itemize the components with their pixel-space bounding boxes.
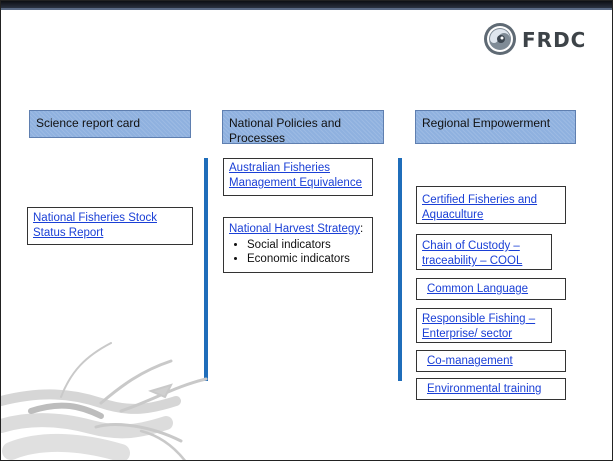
item-common-language: Common Language — [416, 278, 566, 300]
bullet-economic-indicators: Economic indicators — [247, 252, 367, 266]
top-bar-stripe — [1, 8, 612, 10]
header-regional-empowerment: Regional Empowerment — [415, 110, 576, 144]
crayfish-decoration-icon — [1, 342, 208, 460]
column-divider-bar — [398, 158, 402, 381]
link-environmental-training[interactable]: Environmental training — [427, 383, 542, 395]
item-harvest-strategy: National Harvest Strategy: Social indica… — [223, 217, 373, 273]
item-chain-of-custody: Chain of Custody – traceability – COOL — [416, 234, 552, 270]
link-responsible-fishing[interactable]: Responsible Fishing – Enterprise/ sector — [422, 313, 536, 340]
link-harvest-strategy[interactable]: National Harvest Strategy — [229, 223, 361, 235]
top-bar — [1, 1, 612, 8]
header-national-policies: National Policies and Processes — [222, 110, 384, 145]
link-fisheries-equivalence[interactable]: Australian Fisheries Management Equivale… — [229, 162, 362, 189]
item-certified-fisheries: Certified Fisheries and Aquaculture — [416, 186, 566, 224]
harvest-indicators-list: Social indicators Economic indicators — [229, 238, 367, 266]
header-science-report-card: Science report card — [29, 110, 191, 138]
link-common-language[interactable]: Common Language — [427, 283, 529, 295]
frdc-logo: FRDC — [482, 19, 600, 61]
logo-text: FRDC — [522, 28, 587, 52]
item-co-management: Co-management — [416, 350, 566, 372]
item-environmental-training: Environmental training — [416, 378, 566, 400]
column-divider-bar — [204, 158, 208, 381]
item-stock-status-report: National Fisheries Stock Status Report — [27, 207, 193, 245]
link-certified-fisheries[interactable]: Certified Fisheries and Aquaculture — [422, 194, 538, 221]
item-responsible-fishing: Responsible Fishing – Enterprise/ sector — [416, 308, 552, 343]
item-fisheries-equivalence: Australian Fisheries Management Equivale… — [223, 158, 373, 196]
link-stock-status-report[interactable]: National Fisheries Stock Status Report — [33, 212, 157, 239]
frdc-swirl-logo-icon — [484, 23, 516, 55]
link-chain-of-custody[interactable]: Chain of Custody – traceability – COOL — [422, 240, 523, 267]
harvest-strategy-colon: : — [360, 223, 364, 235]
link-co-management[interactable]: Co-management — [427, 355, 513, 367]
bullet-social-indicators: Social indicators — [247, 238, 367, 252]
